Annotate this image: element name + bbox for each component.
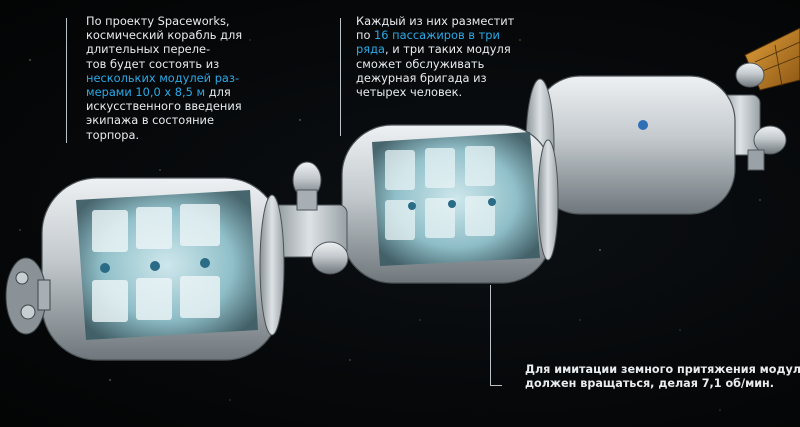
caption-text: Каждый из них разместит — [356, 14, 515, 28]
caption-text: , и три таких модуля — [384, 42, 511, 57]
docking-node-center — [271, 161, 349, 275]
caption-line: по 16 пассажиров в три — [356, 28, 514, 42]
callout-leader-center — [340, 18, 341, 136]
caption-text: тов будет состоять из — [86, 56, 220, 71]
caption-line: должен вращаться, делая 7,1 об/мин. — [525, 377, 800, 391]
caption-line: Для имитации земного притяжения модуль — [525, 363, 800, 377]
starfield — [19, 39, 761, 411]
caption-line: экипажа в состояние — [86, 113, 242, 127]
caption-text: по — [356, 28, 375, 43]
caption-line: сможет обслуживать — [356, 57, 514, 71]
callout-leader-left — [66, 18, 67, 143]
caption-line: искусственного введения — [86, 99, 242, 113]
callout-leader-bottom — [490, 285, 491, 385]
caption-line: ряда, и три таких модуля — [356, 42, 514, 56]
caption-highlight: нескольких модулей раз- — [86, 70, 240, 85]
caption-text: По проекту Spaceworks, — [86, 14, 230, 28]
caption-highlight: 16 пассажиров в три — [374, 28, 500, 43]
caption-text: космический корабль для — [86, 28, 243, 43]
caption-text: экипажа в состояние — [86, 113, 214, 128]
caption-text: дежурная бригада из — [356, 70, 487, 85]
caption-module-design: По проекту Spaceworks,космический корабл… — [86, 14, 242, 142]
callout-leader-bottom-tick — [490, 385, 502, 386]
module-left-open — [41, 177, 285, 361]
caption-text: четырех человек. — [356, 85, 463, 100]
caption-text: длительных переле- — [86, 42, 211, 57]
module-center-open — [341, 124, 559, 284]
engine-cluster-left — [5, 257, 51, 335]
caption-line: тов будет состоять из — [86, 57, 242, 71]
caption-line: торпора. — [86, 128, 242, 142]
caption-line: По проекту Spaceworks, — [86, 14, 242, 28]
caption-line: Каждый из них разместит — [356, 14, 514, 28]
caption-text: искусственного введения — [86, 99, 242, 114]
caption-line: космический корабль для — [86, 28, 242, 42]
caption-line: мерами 10,0 х 8,5 м для — [86, 85, 242, 99]
caption-text: торпора. — [86, 127, 140, 142]
caption-text: Для имитации земного притяжения модуль — [525, 363, 800, 376]
caption-line: нескольких модулей раз- — [86, 71, 242, 85]
caption-text: сможет обслуживать — [356, 56, 485, 71]
caption-line: дежурная бригада из — [356, 71, 514, 85]
caption-text: для — [205, 85, 231, 100]
caption-highlight: мерами 10,0 х 8,5 м — [86, 85, 206, 100]
caption-text: должен вращаться, делая 7,1 об/мин. — [525, 377, 775, 391]
caption-line: длительных переле- — [86, 42, 242, 56]
caption-highlight: ряда — [356, 42, 385, 57]
caption-line: четырех человек. — [356, 85, 514, 99]
